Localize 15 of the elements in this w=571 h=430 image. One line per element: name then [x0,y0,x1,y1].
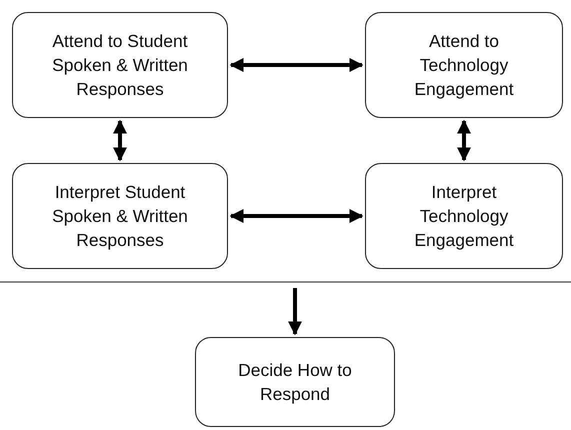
process-box [365,163,563,269]
process-box [365,12,563,118]
box-label: Interpret Technology Engagement [413,181,515,252]
box-label: Attend to Student Spoken & Written Responses [51,30,189,101]
arrow [230,58,364,72]
process-box [12,163,228,269]
process-box [12,12,228,118]
box-label: Attend to Technology Engagement [413,30,515,101]
arrow [113,120,127,162]
process-box [195,337,395,427]
arrow [288,288,302,336]
arrow [230,209,364,223]
box-label: Interpret Student Spoken & Written Responses [51,181,189,252]
box-label: Decide How to Respond [237,359,353,406]
arrow [457,120,471,162]
